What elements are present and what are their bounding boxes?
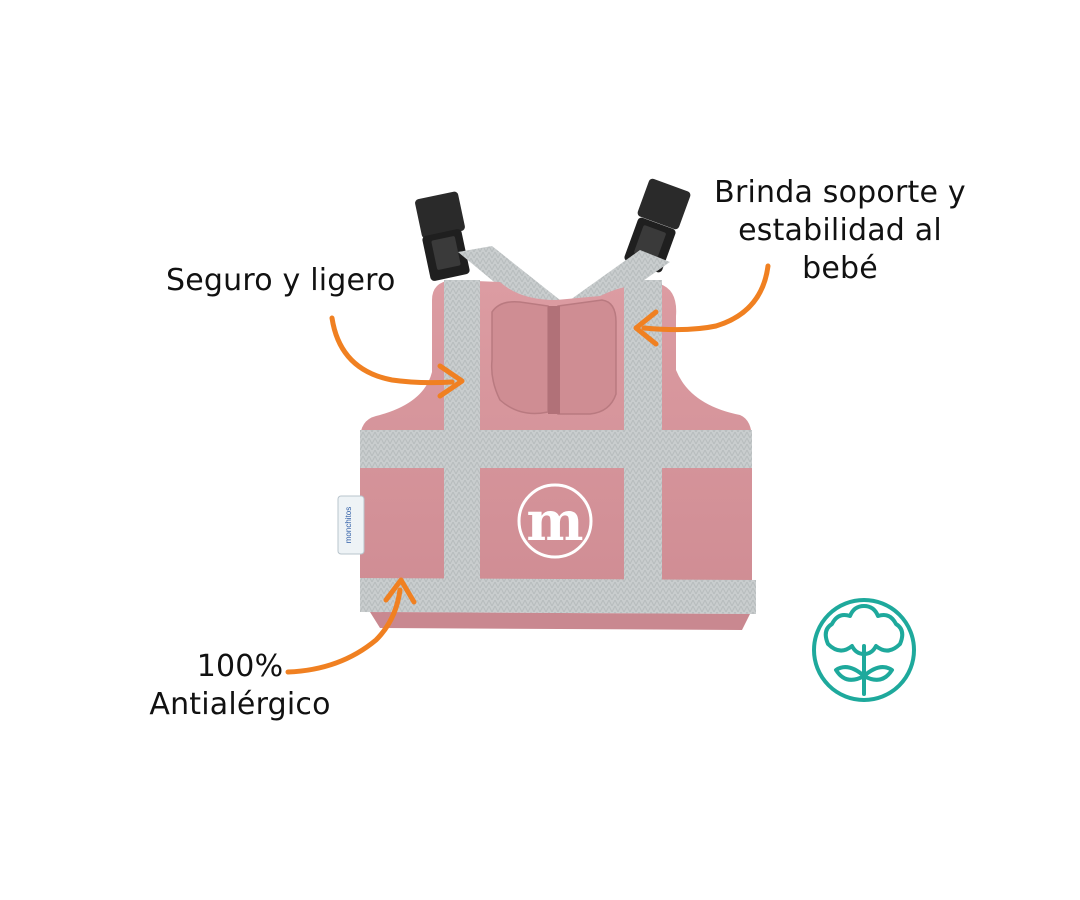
- brand-logo: m: [517, 483, 593, 559]
- callout-antialergico-line-2: Antialérgico: [149, 687, 331, 722]
- callout-seguro: Seguro y ligero: [166, 262, 396, 300]
- cotton-flower-icon: [812, 598, 916, 702]
- brand-logo-letter: m: [526, 489, 583, 553]
- callout-antialergico-line-1: 100%: [196, 649, 284, 684]
- arrow-antialergico: [285, 587, 403, 675]
- arrow-soporte: [641, 263, 771, 333]
- callout-seguro-text: Seguro y ligero: [166, 263, 396, 298]
- arrow-seguro-head: [437, 363, 465, 399]
- cushion-gap: [548, 306, 560, 414]
- arrow-antialergico-head: [383, 577, 417, 605]
- left-buckle: [415, 191, 470, 281]
- upper-horizontal-band: [360, 430, 752, 468]
- callout-soporte: Brinda soporte y estabilidad al bebé: [700, 174, 980, 288]
- side-tag: monchitos: [337, 495, 365, 555]
- callout-soporte-line-2: estabilidad al: [738, 213, 942, 248]
- callout-antialergico: 100% Antialérgico: [120, 648, 360, 724]
- side-tag-text: monchitos: [344, 507, 353, 543]
- arrow-soporte-head: [633, 309, 659, 347]
- callout-soporte-line-3: bebé: [802, 251, 878, 286]
- arrow-seguro: [329, 315, 455, 386]
- chest-cushion: [490, 300, 549, 415]
- callout-soporte-line-1: Brinda soporte y: [714, 175, 966, 210]
- lower-horizontal-band: [360, 578, 756, 614]
- vest-bottom-flap: [370, 612, 750, 630]
- chest-cushion-right: [557, 299, 617, 415]
